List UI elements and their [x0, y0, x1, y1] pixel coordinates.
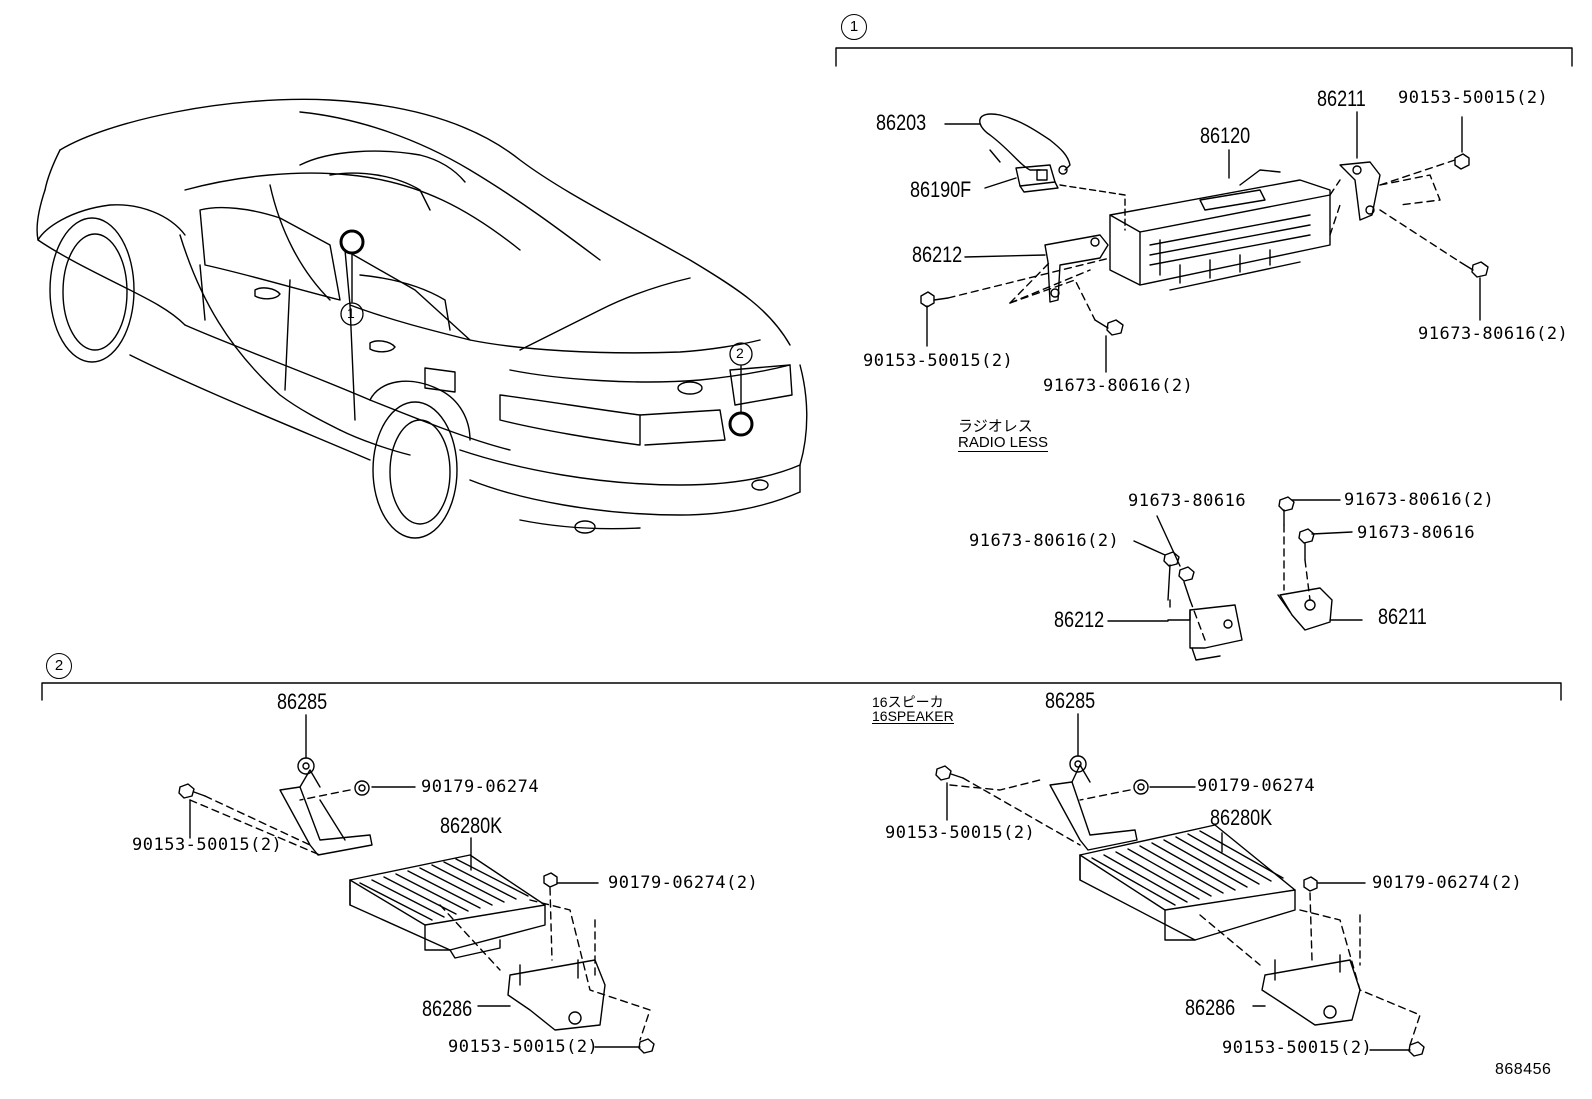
part-label-86120: 86120	[1200, 123, 1251, 148]
part-label-86203: 86203	[876, 110, 927, 135]
diagram-id: 868456	[1495, 1061, 1552, 1078]
cable-86203	[944, 113, 1071, 175]
part-label-86190F: 86190F	[910, 177, 972, 202]
left-label-86285: 86285	[277, 689, 328, 714]
car-callout-2: 2	[736, 345, 745, 361]
right-dashed	[949, 777, 1421, 1046]
radio-less-note-en: RADIO LESS	[958, 433, 1049, 452]
car-illustration	[36, 98, 808, 539]
car-callout-leaders	[340, 252, 753, 414]
section1-screws	[920, 116, 1489, 373]
bracket-86211	[1339, 111, 1381, 221]
left-label-bolt2: 90153-50015(2)	[448, 1037, 599, 1057]
radioless-dashed	[1169, 524, 1311, 641]
radioless-label-screw-c: 91673-80616(2)	[1344, 490, 1495, 510]
part-label-screw-bottom: 91673-80616(2)	[1043, 376, 1194, 396]
part-label-bolt-left: 90153-50015(2)	[863, 351, 1014, 371]
radioless-label-86211: 86211	[1378, 604, 1427, 629]
right-label-86285: 86285	[1045, 688, 1096, 713]
part-label-screw-right: 91673-80616(2)	[1418, 324, 1569, 344]
section-2-marker: 2	[46, 653, 72, 679]
right-label-nut: 90179-06274	[1197, 776, 1316, 796]
left-label-nut: 90179-06274	[421, 777, 540, 797]
left-screws	[178, 780, 655, 1054]
right-bracket-86285	[1049, 713, 1138, 851]
left-label-bolt: 90153-50015(2)	[132, 835, 283, 855]
right-label-bolt2: 90153-50015(2)	[1222, 1038, 1373, 1058]
right-bracket-86286	[1252, 954, 1361, 1026]
radioless-label-screw-b: 91673-80616(2)	[969, 531, 1120, 551]
left-label-nut2: 90179-06274(2)	[608, 873, 759, 893]
part-label-bolt-top-right: 90153-50015(2)	[1398, 88, 1549, 108]
radio-less-note-jp: ラジオレス	[958, 418, 1033, 435]
16speaker-note-jp: 16スピーカ	[872, 694, 944, 710]
radio-less-note: ラジオレス RADIO LESS	[958, 418, 1049, 452]
16speaker-note-en: 16SPEAKER	[872, 708, 954, 724]
16speaker-note: 16スピーカ 16SPEAKER	[872, 695, 954, 724]
section-1-bracket	[835, 47, 1573, 67]
radioless-label-screw-d: 91673-80616	[1357, 523, 1476, 543]
left-amplifier-86280K	[349, 837, 546, 959]
radioless-label-86212: 86212	[1054, 607, 1105, 632]
section1-dashed-guides	[947, 159, 1461, 321]
right-screws	[935, 765, 1425, 1057]
switch-86190F	[984, 164, 1126, 231]
part-label-86211: 86211	[1317, 86, 1366, 111]
radioless-parts	[1107, 496, 1363, 661]
right-label-86280K: 86280K	[1210, 805, 1273, 830]
right-amplifier-86280K	[1079, 824, 1296, 941]
right-label-bolt: 90153-50015(2)	[885, 823, 1036, 843]
radioless-label-screw-a: 91673-80616	[1128, 491, 1247, 511]
section-1-marker: 1	[841, 14, 867, 40]
section-2-bracket	[41, 682, 1562, 701]
car-callout-1: 1	[347, 305, 356, 321]
part-label-86212: 86212	[912, 242, 963, 267]
left-dashed	[189, 789, 651, 1041]
head-unit-86120	[1109, 149, 1331, 291]
left-bracket-86286	[477, 959, 606, 1031]
left-label-86280K: 86280K	[440, 813, 503, 838]
left-bracket-86285	[279, 714, 373, 856]
right-label-86286: 86286	[1185, 995, 1236, 1020]
right-label-nut2: 90179-06274(2)	[1372, 873, 1523, 893]
left-label-86286: 86286	[422, 996, 473, 1021]
bracket-86212	[964, 234, 1109, 303]
